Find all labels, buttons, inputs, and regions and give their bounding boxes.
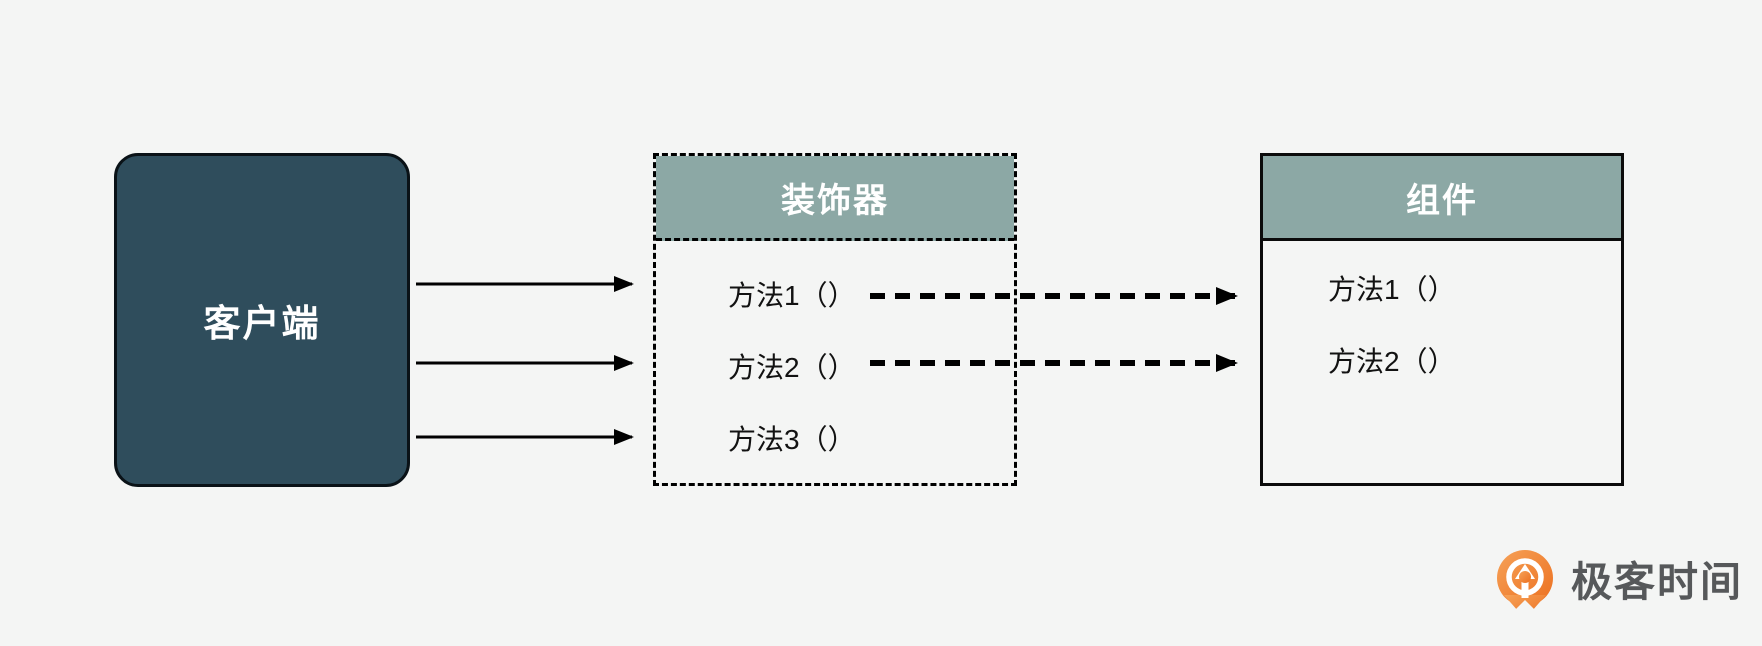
- client-label: 客户端: [203, 303, 321, 344]
- decorator-body: 方法1（） 方法2（） 方法3（）: [656, 241, 1014, 483]
- geektime-logo-text: 极客时间: [1571, 558, 1743, 605]
- client-box: 客户端: [114, 153, 410, 487]
- component-method-2: 方法2（）: [1328, 346, 1456, 377]
- decorator-box: 装饰器 方法1（） 方法2（） 方法3（）: [653, 153, 1017, 486]
- decorator-method-2: 方法2（）: [728, 352, 856, 383]
- component-method-1: 方法1（）: [1328, 274, 1456, 305]
- geektime-logo-icon: [1497, 550, 1553, 622]
- decorator-method-3: 方法3（）: [728, 424, 856, 455]
- decorator-title: 装饰器: [781, 181, 889, 220]
- decorator-method-1: 方法1（）: [728, 280, 856, 311]
- component-body: 方法1（） 方法2（）: [1263, 241, 1621, 483]
- component-header: 组件: [1263, 156, 1621, 241]
- component-box: 组件 方法1（） 方法2（）: [1260, 153, 1624, 486]
- decorator-header: 装饰器: [656, 156, 1014, 241]
- component-title: 组件: [1406, 181, 1478, 220]
- geektime-logo: 极客时间: [1492, 548, 1743, 622]
